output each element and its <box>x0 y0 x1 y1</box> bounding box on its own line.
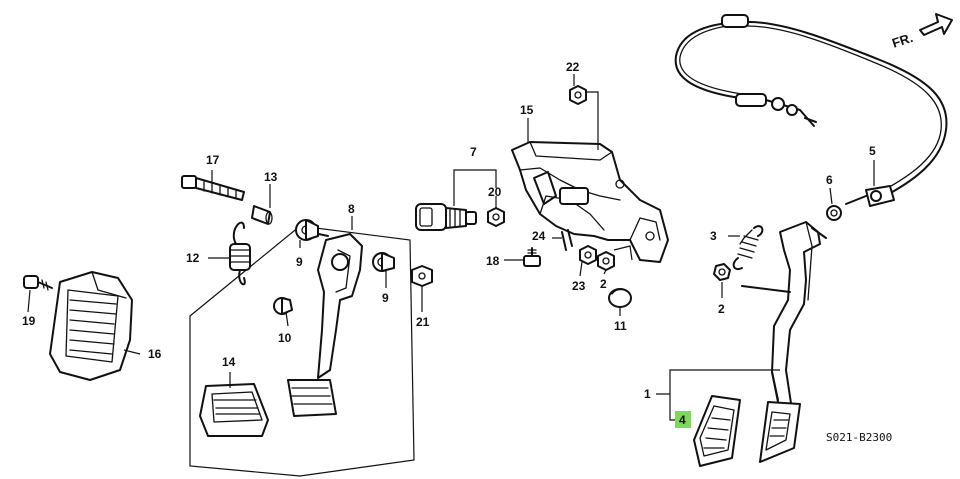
callout-4-highlight <box>675 411 691 428</box>
bolt-17 <box>181 175 245 201</box>
bolt-18 <box>523 247 541 267</box>
callout-17: 17 <box>206 153 220 167</box>
callout-23: 23 <box>572 279 586 293</box>
callout-4: 4 <box>679 413 686 427</box>
stopper-10 <box>273 297 293 315</box>
callout-15: 15 <box>520 103 534 117</box>
collar-13 <box>251 205 273 225</box>
bushing-9-right <box>372 252 395 272</box>
callout-9-right: 9 <box>382 291 389 305</box>
leader-lines <box>27 74 875 421</box>
callout-9-left: 9 <box>296 255 303 269</box>
pedal-pad-14 <box>199 383 269 437</box>
throttle-cable <box>674 14 948 197</box>
pedal-arm-8 <box>299 229 363 379</box>
front-direction-indicator: FR. <box>890 13 953 51</box>
callout-8: 8 <box>348 202 355 216</box>
callout-14: 14 <box>222 355 236 369</box>
pin-24 <box>561 229 573 251</box>
nut-21 <box>411 265 433 287</box>
callout-12: 12 <box>186 251 200 265</box>
callout-2-center: 2 <box>600 277 607 291</box>
pedal-pad-4 <box>693 395 741 467</box>
callout-11: 11 <box>614 319 627 333</box>
callout-5: 5 <box>869 144 876 158</box>
bolt-19 <box>23 275 53 291</box>
nut-23 <box>579 245 597 265</box>
callouts: 17 13 12 9 8 9 10 21 14 16 19 7 20 15 22… <box>22 60 876 428</box>
callout-20: 20 <box>488 185 502 199</box>
spring-12 <box>229 221 251 286</box>
stopper-11 <box>608 288 632 308</box>
callout-2-right: 2 <box>718 302 725 316</box>
callout-10: 10 <box>278 331 292 345</box>
callout-22: 22 <box>566 60 580 74</box>
nut-22 <box>569 85 587 105</box>
callout-3: 3 <box>710 229 717 243</box>
front-direction-label: FR. <box>890 30 915 51</box>
spring-3 <box>732 225 764 270</box>
callout-13: 13 <box>264 170 278 184</box>
nut-2-right <box>713 263 731 281</box>
cable-end-fitting <box>845 185 895 207</box>
pedal-bracket-15 <box>511 141 669 263</box>
bushing-9-left <box>295 219 319 241</box>
callout-24: 24 <box>532 229 546 243</box>
callout-6: 6 <box>826 173 833 187</box>
switch-7 <box>415 203 477 231</box>
callout-16: 16 <box>148 347 162 361</box>
callout-7: 7 <box>470 145 477 159</box>
nut-20 <box>487 207 505 227</box>
callout-18: 18 <box>486 254 500 268</box>
cover-16 <box>49 271 133 381</box>
pedal-pad-right <box>287 379 337 417</box>
washer-6 <box>826 205 842 221</box>
front-arrow-icon <box>919 13 953 36</box>
callout-19: 19 <box>22 314 36 328</box>
callout-1: 1 <box>644 387 651 401</box>
nut-2-center <box>597 251 615 271</box>
diagram-code: S021-B2300 <box>826 431 892 444</box>
accelerator-pedal-assembly <box>741 221 827 463</box>
callout-21: 21 <box>416 315 430 329</box>
